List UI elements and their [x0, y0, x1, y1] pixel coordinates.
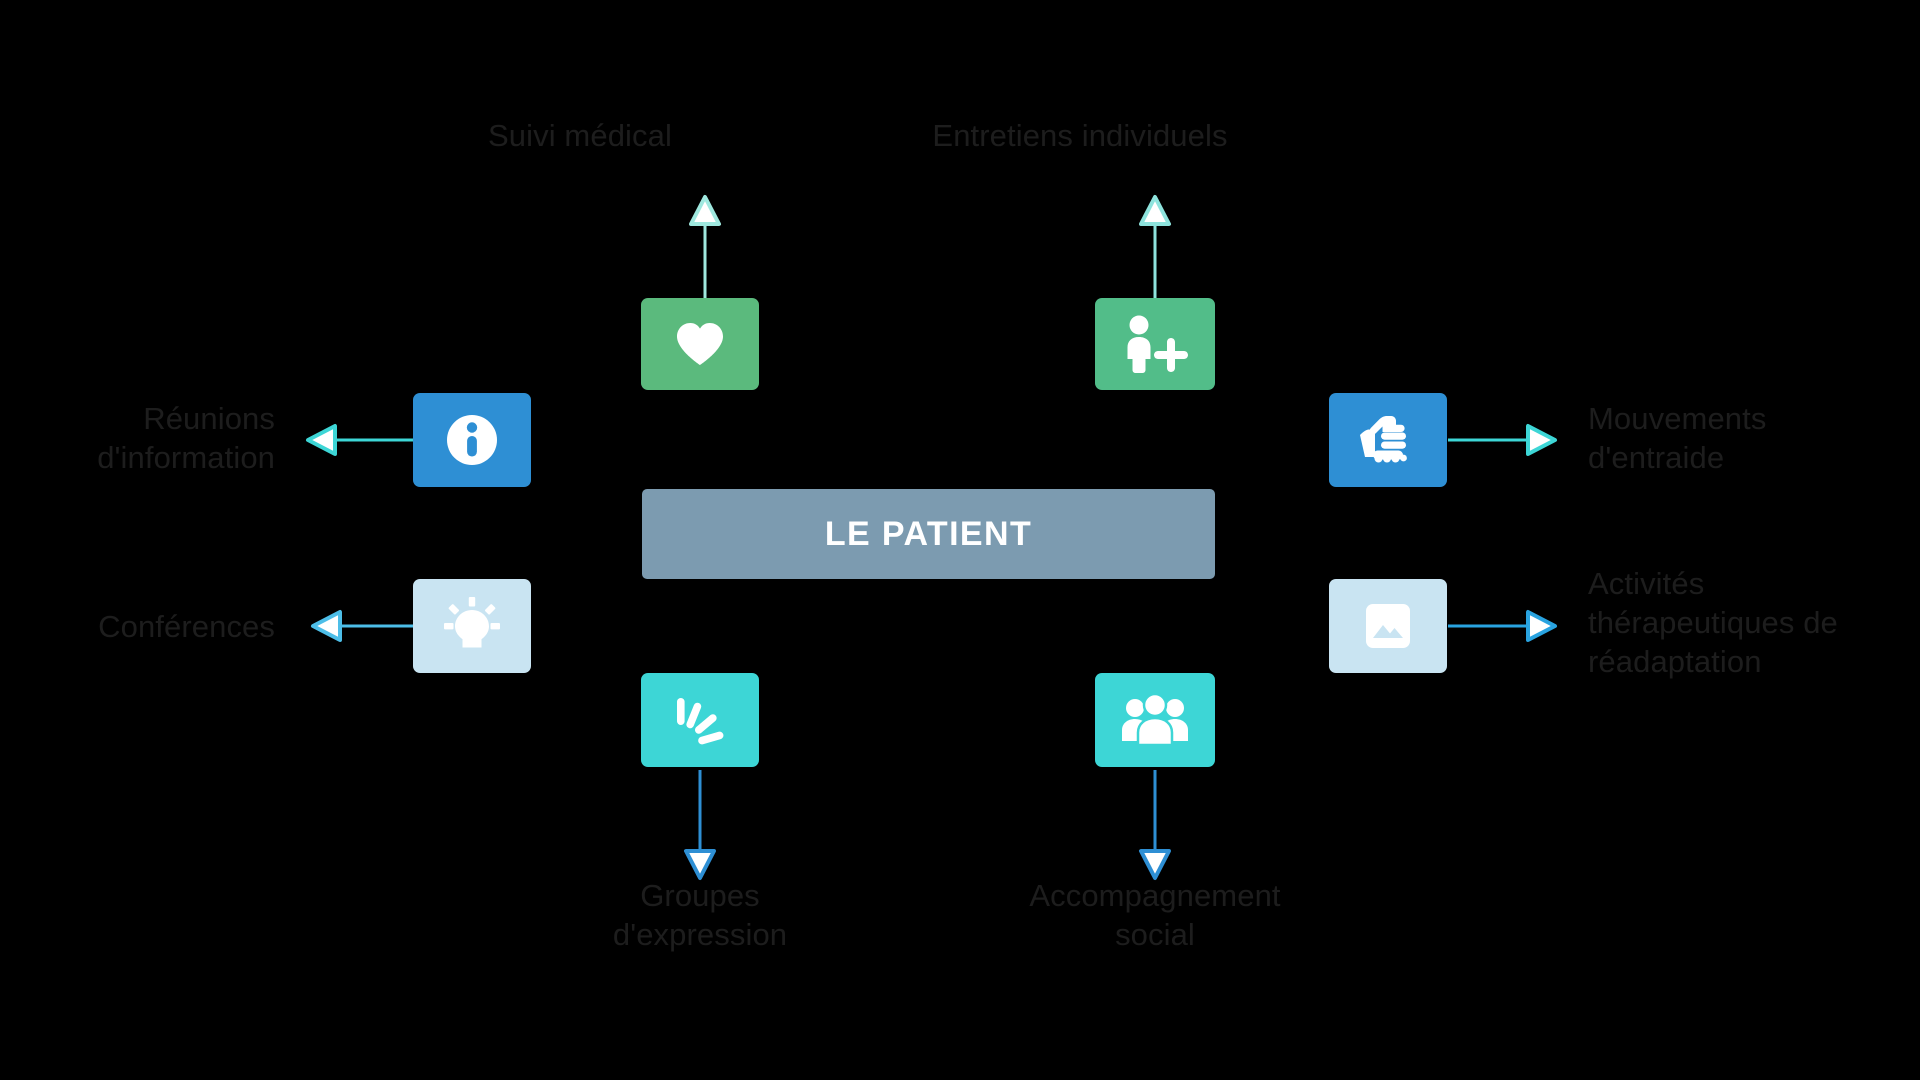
- helping-hands-icon: [1357, 413, 1419, 467]
- label-reunions-information: Réunions d'information: [97, 401, 275, 475]
- label-mouvements-entraide: Mouvements d'entraide: [1588, 401, 1767, 475]
- connector-mouvements-entraide: [1448, 418, 1558, 462]
- label-entretiens-individuels: Entretiens individuels: [932, 118, 1228, 153]
- tile-accompagnement-social[interactable]: [1095, 673, 1215, 767]
- connector-reunions-information: [305, 418, 415, 462]
- center-node-label: LE PATIENT: [824, 514, 1033, 553]
- connector-accompagnement-social: [1135, 770, 1175, 880]
- heart-icon: [674, 320, 726, 368]
- tile-reunions-information[interactable]: [413, 393, 531, 487]
- tile-suivi-medical[interactable]: [641, 298, 759, 390]
- connector-conferences: [310, 604, 415, 648]
- group-people-icon: [1121, 694, 1189, 746]
- label-conferences: Conférences: [98, 609, 275, 644]
- tile-conferences[interactable]: [413, 579, 531, 673]
- label-groupes-expression: Groupes d'expression: [612, 878, 788, 952]
- connector-groupes-expression: [680, 770, 720, 880]
- label-activites-therapeutiques: Activités thérapeutiques de réadaptation: [1588, 566, 1838, 679]
- image-placeholder-icon: [1365, 603, 1411, 649]
- expression-lines-icon: [669, 693, 731, 747]
- connector-suivi-medical: [685, 195, 725, 305]
- connector-entretiens-individuels: [1135, 195, 1175, 305]
- center-node-le-patient[interactable]: LE PATIENT: [642, 489, 1215, 579]
- tile-groupes-expression[interactable]: [641, 673, 759, 767]
- label-accompagnement-social: Accompagnement social: [1029, 878, 1281, 952]
- person-plus-icon: [1119, 314, 1191, 374]
- connector-activites-therapeutiques: [1448, 604, 1558, 648]
- tile-mouvements-entraide[interactable]: [1329, 393, 1447, 487]
- lightbulb-icon: [442, 597, 502, 655]
- tile-activites-therapeutiques[interactable]: [1329, 579, 1447, 673]
- tile-entretiens-individuels[interactable]: [1095, 298, 1215, 390]
- label-suivi-medical: Suivi médical: [488, 118, 672, 153]
- info-circle-icon: [444, 412, 500, 468]
